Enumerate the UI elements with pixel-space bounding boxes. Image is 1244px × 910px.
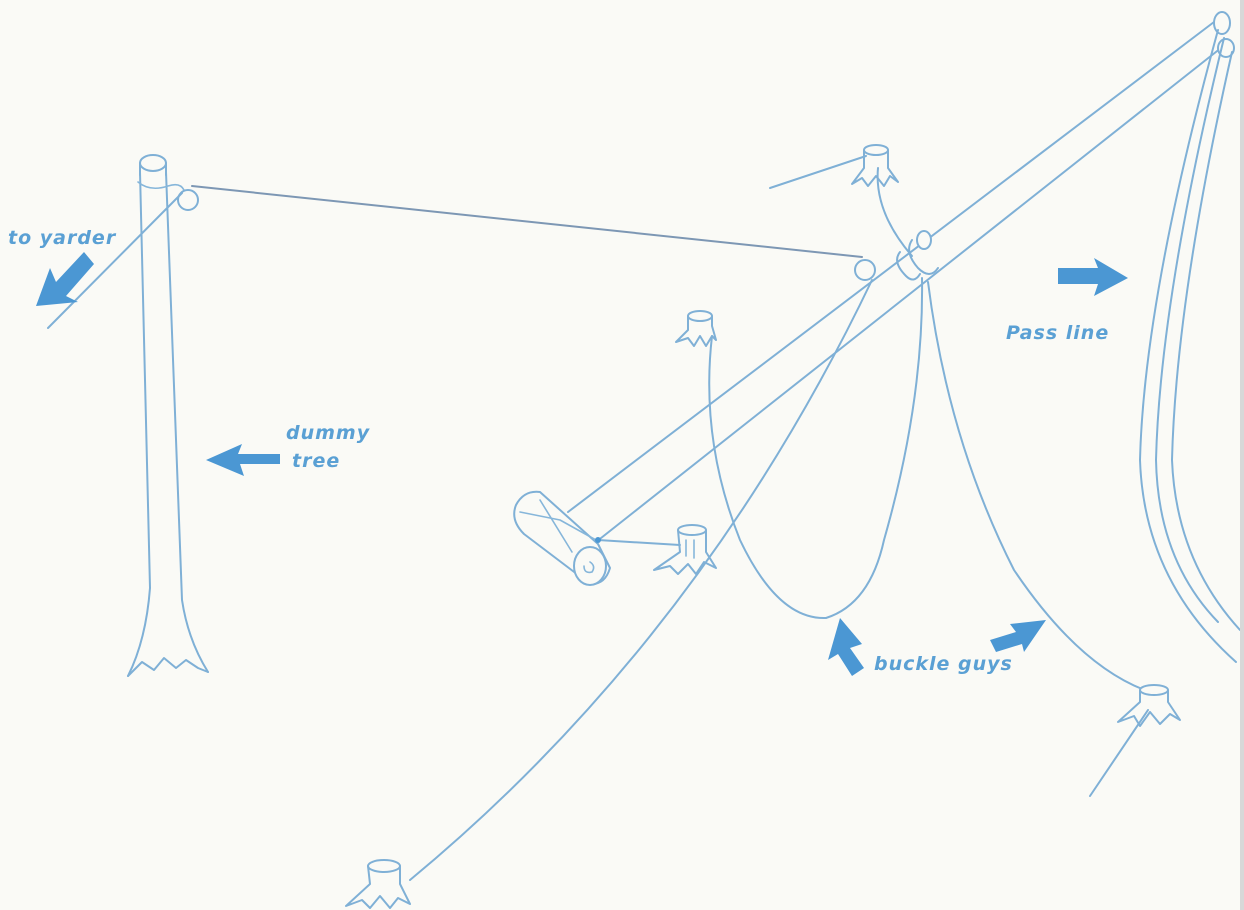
- guy-to-top-stump: [876, 167, 913, 257]
- label-dummy: dummy: [286, 422, 371, 444]
- buckle-guys-right-arrow-icon: [990, 620, 1046, 652]
- pass-line-arrow-icon: [1058, 258, 1128, 296]
- arrows: [36, 252, 1128, 676]
- stump-lower-left: [345, 859, 411, 909]
- dummy-tree-top: [139, 154, 167, 172]
- pass-line: [1139, 29, 1241, 663]
- top-stump-extension: [769, 155, 867, 189]
- dummy-tree-arrow-icon: [206, 444, 280, 476]
- dummy-tree-strap: [137, 181, 185, 191]
- spar-top: [1213, 11, 1231, 35]
- spar-block: [854, 259, 876, 281]
- dummy-tree: [47, 154, 209, 677]
- dummy-tree-trunk: [127, 171, 151, 677]
- dummy-tree-block: [177, 189, 199, 211]
- guy-to-lower-left-stump: [409, 279, 873, 881]
- dummy-tree-trunk-right: [165, 171, 209, 673]
- pass-line-mid: [1155, 37, 1225, 623]
- label-to-yarder: to yarder: [8, 227, 117, 249]
- spar-strap-2: [908, 239, 939, 275]
- label-buckle-guys: buckle guys: [874, 653, 1013, 675]
- stump-middle-left: [675, 310, 717, 347]
- line-to-yarder: [47, 192, 183, 329]
- guy-lines: [409, 155, 1151, 881]
- butt-log-end: [573, 546, 607, 586]
- dummy-tree-roots: [127, 657, 209, 677]
- butt-anchor-line: [597, 539, 681, 546]
- page-edge: [1240, 0, 1244, 910]
- spar-tree: [513, 11, 1235, 586]
- spar-edge-bottom: [595, 43, 1227, 543]
- stump-right: [1117, 684, 1181, 727]
- stump-top: [851, 144, 899, 187]
- spar-guy-ring: [916, 230, 932, 250]
- to-yarder-arrow-icon: [36, 252, 94, 306]
- pass-line-outer: [1139, 29, 1237, 663]
- main-line: [191, 185, 863, 258]
- buckle-guys-left-arrow-icon: [828, 618, 864, 676]
- label-tree: tree: [292, 450, 341, 472]
- buckle-guy-loop: [708, 277, 924, 620]
- label-pass-line: Pass line: [1006, 322, 1110, 344]
- spar-edge-top: [567, 21, 1215, 513]
- stump-butt: [653, 524, 717, 575]
- spar-strap-1: [896, 251, 921, 281]
- butt-log: [513, 490, 611, 586]
- guy-to-right-stump: [927, 281, 1151, 693]
- pass-line-inner: [1171, 51, 1241, 631]
